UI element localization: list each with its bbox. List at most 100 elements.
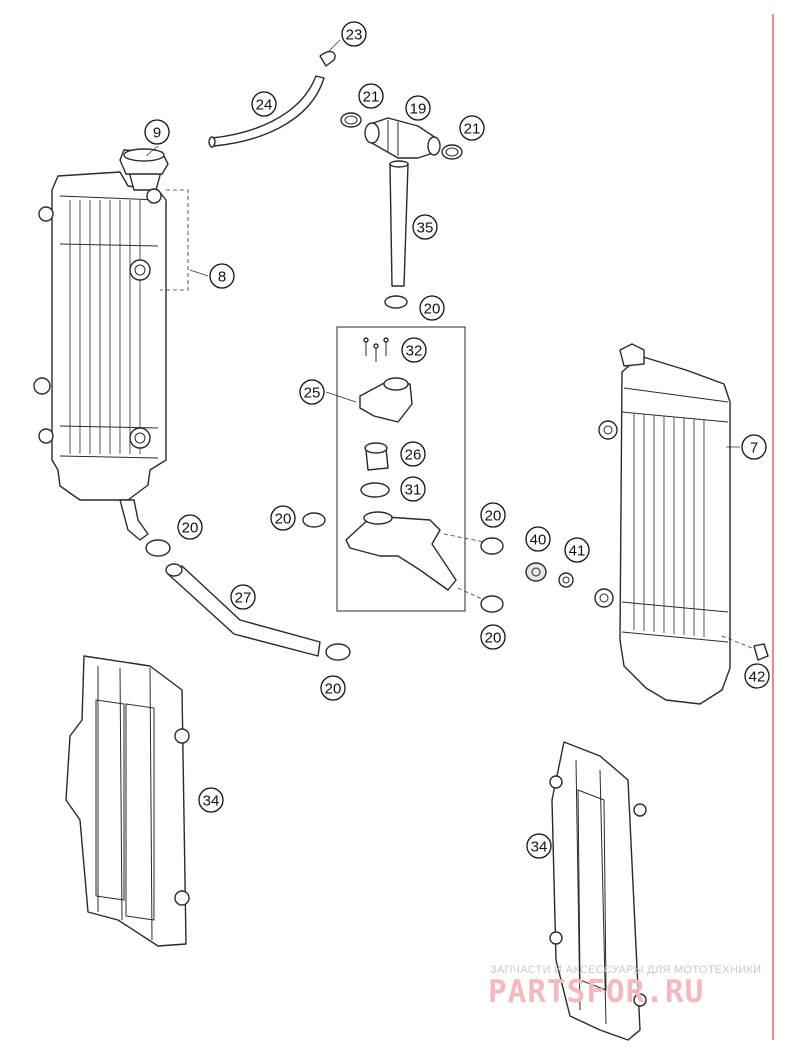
bolt-42 bbox=[721, 635, 769, 661]
callout-number: 21 bbox=[464, 121, 481, 138]
callout-c25: 25 bbox=[299, 379, 325, 405]
callout-c20d: 20 bbox=[480, 502, 506, 528]
callout-number: 35 bbox=[417, 220, 434, 237]
hose-clamp-21a bbox=[340, 112, 362, 128]
callout-c9: 9 bbox=[144, 119, 170, 145]
callout-number: 20 bbox=[485, 508, 502, 525]
screws-32 bbox=[363, 337, 389, 362]
callout-number: 42 bbox=[749, 669, 766, 686]
thermostat-cover-25 bbox=[359, 377, 413, 423]
callout-circle bbox=[741, 434, 767, 460]
callout-labels: 23 24 21 19 21 9 35 8 20 32 25 7 26 31 20 20 20 40 41 27 20 4… bbox=[144, 21, 770, 859]
callout-circle bbox=[459, 115, 485, 141]
callout-c20e: 20 bbox=[480, 624, 506, 650]
callout-c42: 42 bbox=[744, 663, 770, 689]
hose-clamp-20b bbox=[302, 512, 326, 528]
hose-27 bbox=[165, 563, 321, 657]
callout-c31: 31 bbox=[400, 476, 426, 502]
washer-41 bbox=[558, 572, 574, 588]
callout-circle bbox=[320, 675, 346, 701]
callout-circle bbox=[744, 663, 770, 689]
callout-c34a: 34 bbox=[198, 787, 224, 813]
callout-circle bbox=[480, 624, 506, 650]
callout-number: 34 bbox=[531, 839, 548, 856]
callout-circle bbox=[525, 526, 551, 552]
callout-circle bbox=[358, 83, 384, 109]
radiator-guard-left bbox=[65, 655, 190, 947]
callout-circle bbox=[412, 214, 438, 240]
callout-circle bbox=[405, 95, 431, 121]
thermostat-group-frame bbox=[336, 326, 466, 612]
callout-c24: 24 bbox=[251, 91, 277, 117]
callout-circle bbox=[526, 833, 552, 859]
radiator-guard-right bbox=[549, 741, 647, 1041]
callout-c20f: 20 bbox=[320, 675, 346, 701]
callout-c21b: 21 bbox=[459, 115, 485, 141]
hose-24 bbox=[208, 75, 325, 148]
callout-c7: 7 bbox=[741, 434, 767, 460]
radiator-cap bbox=[119, 148, 169, 175]
callout-number: 7 bbox=[750, 440, 758, 457]
pipe-35 bbox=[389, 160, 409, 287]
hose-clamp-20c bbox=[145, 539, 171, 557]
callout-number: 26 bbox=[405, 447, 422, 464]
callout-c40: 40 bbox=[525, 526, 551, 552]
grommet-40 bbox=[525, 562, 547, 582]
callout-number: 32 bbox=[406, 343, 423, 360]
thermostat-26 bbox=[364, 442, 389, 471]
o-ring-31 bbox=[360, 482, 390, 498]
right-radiator-fins bbox=[633, 414, 705, 637]
callout-c20b: 20 bbox=[270, 505, 296, 531]
leader-lines bbox=[145, 39, 740, 448]
callout-circle bbox=[419, 295, 445, 321]
callout-number: 40 bbox=[530, 532, 547, 549]
callout-number: 9 bbox=[153, 125, 161, 142]
left-radiator-fins bbox=[69, 200, 141, 454]
callout-c41: 41 bbox=[564, 537, 590, 563]
callout-c26: 26 bbox=[400, 441, 426, 467]
callout-circle bbox=[209, 263, 235, 289]
callout-number: 21 bbox=[363, 89, 380, 106]
callout-number: 8 bbox=[218, 269, 226, 286]
callout-c8: 8 bbox=[209, 263, 235, 289]
watermark-logo: PARTSFOR.RU bbox=[488, 974, 705, 1010]
callout-circle bbox=[230, 584, 256, 610]
callout-circle bbox=[341, 21, 367, 47]
callout-circle bbox=[564, 537, 590, 563]
callout-number: 24 bbox=[256, 97, 273, 114]
hose-clamp-21b bbox=[441, 144, 463, 160]
callout-number: 27 bbox=[235, 590, 252, 607]
hose-clamp-20d bbox=[443, 533, 504, 555]
hose-clamp-20f bbox=[325, 643, 351, 661]
callout-c35: 35 bbox=[412, 214, 438, 240]
callout-circle bbox=[299, 379, 325, 405]
callout-c21a: 21 bbox=[358, 83, 384, 109]
hose-clamp-20a bbox=[384, 295, 408, 309]
callout-circle bbox=[270, 505, 296, 531]
callout-circle bbox=[400, 476, 426, 502]
callout-circle bbox=[198, 787, 224, 813]
callout-circle bbox=[251, 91, 277, 117]
right-radiator bbox=[594, 343, 731, 705]
callout-number: 41 bbox=[569, 543, 586, 560]
hose-clamp-20e bbox=[457, 587, 504, 613]
watermark-tagline: ЗАПЧАСТИ И АКСЕССУАРЫ ДЛЯ МОТОТЕХНИКИ bbox=[490, 964, 762, 976]
callout-c27: 27 bbox=[230, 584, 256, 610]
thermostat-housing bbox=[345, 511, 457, 591]
left-radiator bbox=[33, 149, 189, 541]
callout-number: 20 bbox=[275, 511, 292, 528]
callout-c34b: 34 bbox=[526, 833, 552, 859]
callout-number: 25 bbox=[304, 385, 321, 402]
hose-connector-19 bbox=[364, 117, 441, 159]
callout-circle bbox=[480, 502, 506, 528]
callout-circle bbox=[400, 441, 426, 467]
callout-number: 19 bbox=[410, 101, 427, 118]
callout-number: 20 bbox=[424, 301, 441, 318]
callout-number: 31 bbox=[405, 482, 422, 499]
callout-c19: 19 bbox=[405, 95, 431, 121]
callout-c20c: 20 bbox=[177, 514, 203, 540]
callout-number: 20 bbox=[325, 681, 342, 698]
callout-circle bbox=[144, 119, 170, 145]
callout-c23: 23 bbox=[341, 21, 367, 47]
